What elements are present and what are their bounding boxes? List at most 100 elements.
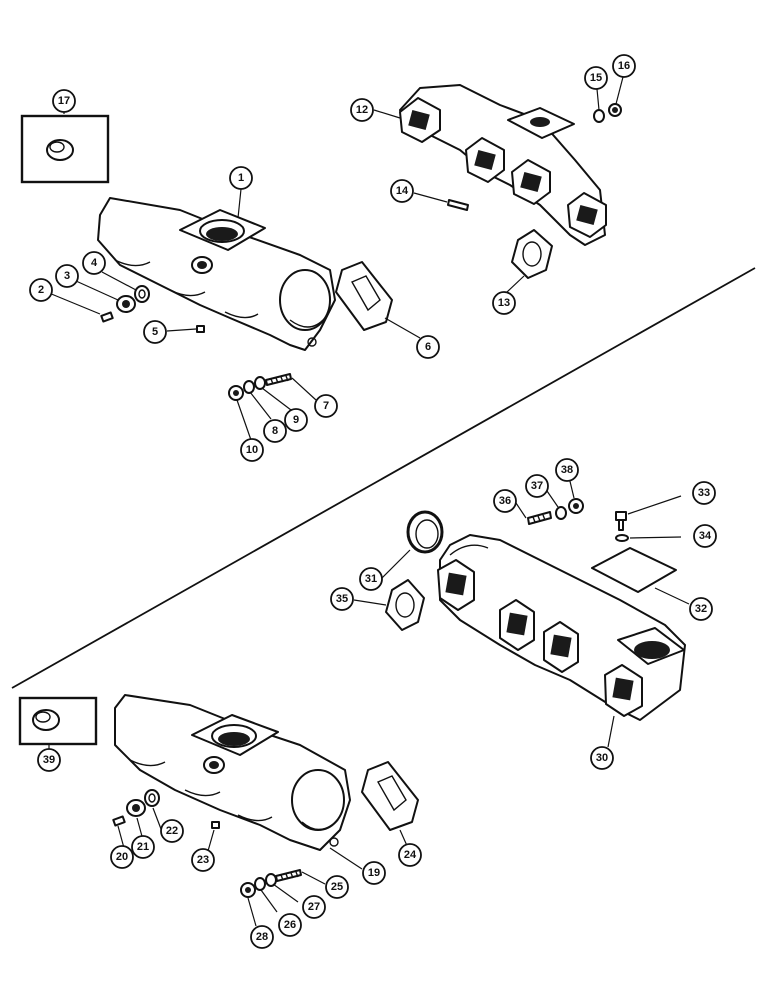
nut-15 xyxy=(593,109,605,123)
exhaust-manifold-30 xyxy=(437,534,686,721)
callout-33: 33 xyxy=(692,481,716,505)
callout-20: 20 xyxy=(110,845,134,869)
svg-text:19: 19 xyxy=(368,867,380,879)
plug-23 xyxy=(211,821,220,829)
ring-31 xyxy=(406,510,444,554)
svg-text:28: 28 xyxy=(256,931,268,943)
plug-20 xyxy=(112,815,126,827)
bolt-33 xyxy=(615,511,627,531)
section-divider-line xyxy=(11,267,756,689)
callout-32: 32 xyxy=(689,597,713,621)
svg-text:35: 35 xyxy=(336,593,348,605)
callout-22: 22 xyxy=(160,819,184,843)
stud-7 xyxy=(265,373,292,386)
callout-1: 1 xyxy=(229,166,253,190)
nut-38 xyxy=(568,498,584,514)
svg-text:39: 39 xyxy=(43,754,55,766)
washer-34 xyxy=(615,534,629,542)
callout-3: 3 xyxy=(55,264,79,288)
svg-text:22: 22 xyxy=(166,825,178,837)
callout-26: 26 xyxy=(278,913,302,937)
cover-plate-32 xyxy=(591,547,677,593)
svg-text:1: 1 xyxy=(238,172,244,184)
svg-text:3: 3 xyxy=(64,270,70,282)
callout-2: 2 xyxy=(29,278,53,302)
callout-34: 34 xyxy=(693,524,717,548)
callout-28: 28 xyxy=(250,925,274,949)
callout-25: 25 xyxy=(325,875,349,899)
svg-text:14: 14 xyxy=(396,185,409,197)
svg-text:15: 15 xyxy=(590,72,602,84)
callout-36: 36 xyxy=(493,489,517,513)
callout-8: 8 xyxy=(263,419,287,443)
svg-text:2: 2 xyxy=(38,284,44,296)
washer-9 xyxy=(254,376,266,390)
exhaust-manifold-1 xyxy=(97,197,336,351)
nut-28 xyxy=(240,882,256,898)
svg-text:21: 21 xyxy=(137,841,149,853)
svg-text:34: 34 xyxy=(699,530,712,542)
svg-text:31: 31 xyxy=(365,573,377,585)
svg-text:12: 12 xyxy=(356,104,368,116)
gasket-35 xyxy=(385,579,425,631)
callout-7: 7 xyxy=(314,394,338,418)
callout-13: 13 xyxy=(492,291,516,315)
callout-31: 31 xyxy=(359,567,383,591)
svg-text:25: 25 xyxy=(331,881,343,893)
dowel-14 xyxy=(447,199,469,211)
pipe-plug-2 xyxy=(100,311,114,323)
callout-37: 37 xyxy=(525,474,549,498)
lock-washer-8 xyxy=(243,380,255,394)
svg-text:7: 7 xyxy=(323,400,329,412)
svg-text:27: 27 xyxy=(308,901,320,913)
callout-14: 14 xyxy=(390,179,414,203)
plug-5 xyxy=(196,325,205,333)
svg-text:37: 37 xyxy=(531,480,543,492)
plug-inset-box-39 xyxy=(18,696,98,746)
svg-text:20: 20 xyxy=(116,851,128,863)
manifold-gasket-6 xyxy=(335,261,393,331)
svg-text:4: 4 xyxy=(91,257,98,269)
callout-4: 4 xyxy=(82,251,106,275)
callout-6: 6 xyxy=(416,335,440,359)
callout-12: 12 xyxy=(350,98,374,122)
callout-39: 39 xyxy=(37,748,61,772)
svg-text:38: 38 xyxy=(561,464,573,476)
callout-24: 24 xyxy=(398,843,422,867)
gasket-13 xyxy=(511,229,553,279)
exhaust-manifold-19 xyxy=(114,694,351,851)
lock-washer-26 xyxy=(254,877,266,891)
callout-35: 35 xyxy=(330,587,354,611)
svg-text:6: 6 xyxy=(425,341,431,353)
svg-text:26: 26 xyxy=(284,919,296,931)
adapter-21 xyxy=(126,799,146,817)
stud-36 xyxy=(527,511,552,525)
callout-23: 23 xyxy=(191,848,215,872)
svg-text:5: 5 xyxy=(152,326,158,338)
svg-text:9: 9 xyxy=(293,414,299,426)
callout-19: 19 xyxy=(362,861,386,885)
svg-text:13: 13 xyxy=(498,297,510,309)
svg-text:33: 33 xyxy=(698,487,710,499)
nut-16 xyxy=(608,103,622,117)
callout-16: 16 xyxy=(612,54,636,78)
washer-27 xyxy=(265,873,277,887)
svg-text:30: 30 xyxy=(596,752,608,764)
exhaust-manifold-12 xyxy=(399,84,607,246)
gasket-22 xyxy=(144,789,160,807)
callout-38: 38 xyxy=(555,458,579,482)
manifold-gasket-24 xyxy=(361,761,419,831)
callout-30: 30 xyxy=(590,746,614,770)
svg-text:10: 10 xyxy=(246,444,258,456)
gasket-4 xyxy=(134,285,150,303)
nut-10 xyxy=(228,385,244,401)
stud-25 xyxy=(275,869,302,882)
adapter-3 xyxy=(116,295,136,313)
callout-5: 5 xyxy=(143,320,167,344)
washer-37 xyxy=(555,506,567,520)
svg-text:16: 16 xyxy=(618,60,630,72)
callout-17: 17 xyxy=(52,89,76,113)
svg-text:32: 32 xyxy=(695,603,707,615)
svg-text:8: 8 xyxy=(272,425,278,437)
